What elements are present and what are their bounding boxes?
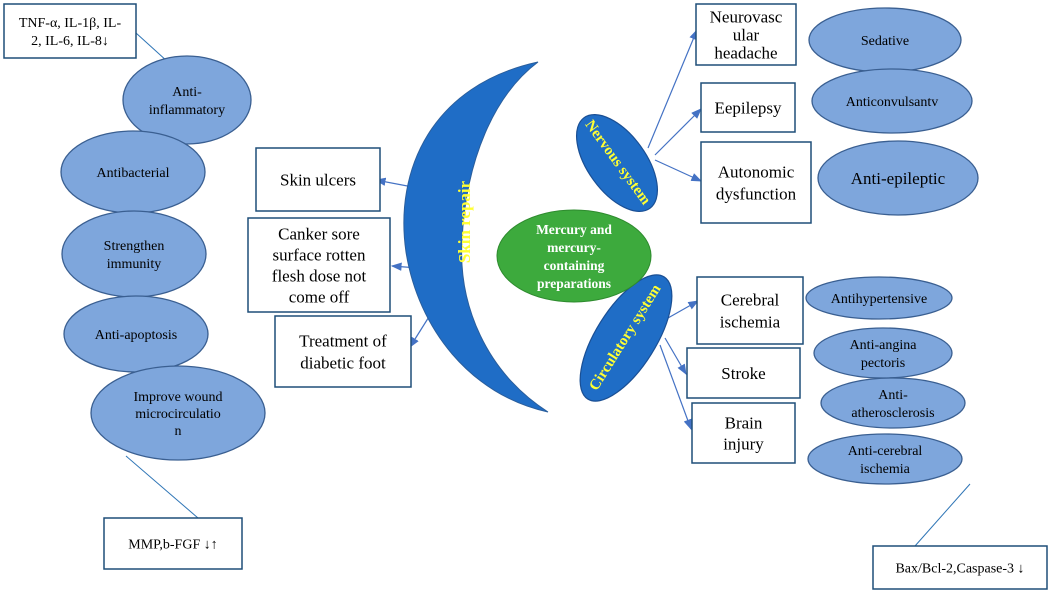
nervous-effect-label: Anti-epileptic xyxy=(851,169,946,188)
nervous-box-frame xyxy=(700,141,812,224)
line-bax xyxy=(914,483,971,547)
skin-repair-label: Skin repair xyxy=(455,180,474,263)
skin-effect-label: Anti-apoptosis xyxy=(95,328,177,343)
nervous-effect-ellipse xyxy=(811,68,973,134)
circulatory-effect-antihypertensive: Antihypertensive xyxy=(805,276,953,320)
skin-effect-label: Anti-inflammatory xyxy=(149,85,225,118)
skin-effect-ellipse xyxy=(61,210,207,298)
line-cytokines xyxy=(135,32,169,63)
arrow-stroke xyxy=(664,337,687,376)
skin-effect-anti-inflammatory: Anti-inflammatory xyxy=(122,55,252,145)
arrow-cerebral-ischemia xyxy=(667,300,700,319)
skin-box-frame xyxy=(247,217,391,313)
skin-effect-ellipse xyxy=(90,365,266,461)
circulatory-effect-label: Anti-atherosclerosis xyxy=(851,388,934,421)
skin-box-frame xyxy=(255,147,381,212)
nervous-box-epilepsy: Eepilepsy xyxy=(700,82,796,133)
skin-repair-arc xyxy=(403,61,549,413)
ellipses-layer: Anti-inflammatoryAntibacterialStrengthen… xyxy=(60,7,979,485)
arrow-epilepsy xyxy=(654,108,702,156)
skin-box-frame xyxy=(274,315,412,388)
note-box-frame xyxy=(3,3,137,59)
circulatory-box-frame xyxy=(686,347,801,399)
arrow-brain-injury xyxy=(659,344,692,431)
circulatory-box-frame xyxy=(696,276,804,345)
note-box-label: TNF-α, IL-1β, IL-2, IL-6, IL-8↓ xyxy=(19,16,122,49)
nervous-effect-anticonvulsant: Anticonvulsantv xyxy=(811,68,973,134)
skin-effect-antibacterial: Antibacterial xyxy=(60,130,206,214)
circulatory-box-frame xyxy=(691,402,796,464)
note-box-frame xyxy=(103,517,243,570)
note-box-cytokines: TNF-α, IL-1β, IL-2, IL-6, IL-8↓ xyxy=(3,3,137,59)
center-ellipse xyxy=(496,209,652,303)
circulatory-effect-label: Antihypertensive xyxy=(831,292,927,307)
nervous-box-frame xyxy=(700,82,796,133)
nervous-effect-anti-epileptic: Anti-epileptic xyxy=(817,140,979,216)
line-mmp xyxy=(125,455,199,519)
circulatory-effect-ellipse xyxy=(820,377,966,429)
skin-box-label: Skin ulcers xyxy=(280,170,356,189)
circulatory-box-label: Stroke xyxy=(721,364,765,383)
circulatory-system-ellipse xyxy=(579,274,673,402)
nervous-box-label: Eepilepsy xyxy=(714,98,782,117)
skin-box-skin-ulcers: Skin ulcers xyxy=(255,147,381,212)
arrow-neurovascular-headache xyxy=(647,28,698,149)
note-box-frame xyxy=(872,545,1048,590)
note-box-bax: Bax/Bcl-2,Caspase-3 ↓ xyxy=(872,545,1048,590)
nervous-box-frame xyxy=(695,3,797,66)
note-box-label: MMP,b-FGF ↓↑ xyxy=(128,537,217,552)
arrow-autonomic-dysfunction xyxy=(654,159,703,182)
circulatory-effect-ellipse xyxy=(805,276,953,320)
note-lines xyxy=(125,32,971,547)
circulatory-effect-ellipse xyxy=(807,433,963,485)
skin-effect-label: Antibacterial xyxy=(96,166,169,181)
nervous-effect-ellipse xyxy=(817,140,979,216)
nervous-effect-label: Anticonvulsantv xyxy=(846,95,939,110)
nervous-effect-label: Sedative xyxy=(861,34,909,49)
circulatory-effect-anti-atherosclerosis: Anti-atherosclerosis xyxy=(820,377,966,429)
note-box-mmp: MMP,b-FGF ↓↑ xyxy=(103,517,243,570)
nervous-system-ellipse xyxy=(575,113,659,213)
circulatory-box-stroke: Stroke xyxy=(686,347,801,399)
note-box-label: Bax/Bcl-2,Caspase-3 ↓ xyxy=(895,561,1024,576)
skin-effect-anti-apoptosis: Anti-apoptosis xyxy=(63,295,209,373)
skin-effect-ellipse xyxy=(122,55,252,145)
nervous-effect-sedative: Sedative xyxy=(808,7,962,73)
